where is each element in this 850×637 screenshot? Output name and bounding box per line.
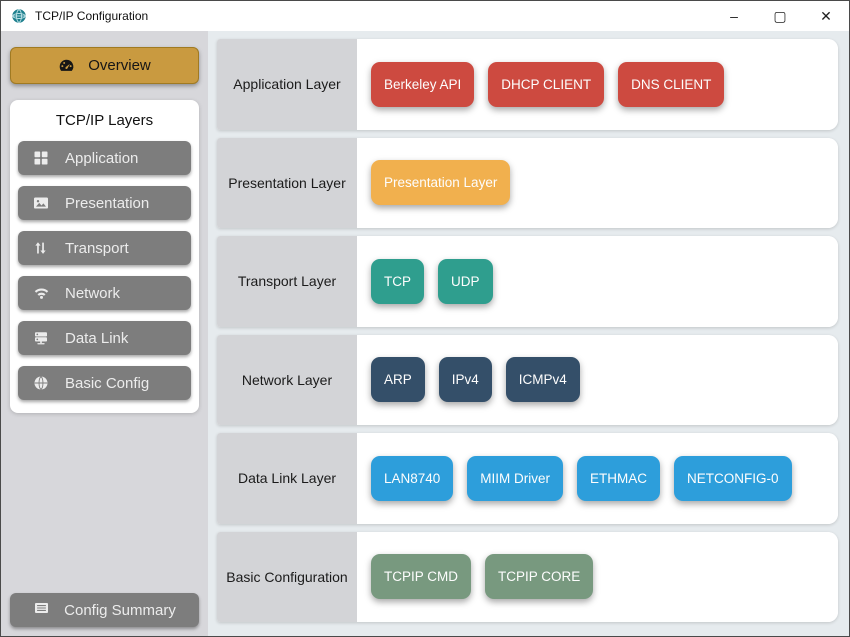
layer-row-content: TCP UDP [357, 236, 838, 327]
sidebar-item-presentation[interactable]: Presentation [18, 186, 191, 220]
minimize-button[interactable]: – [730, 8, 738, 24]
titlebar: TCP/IP Configuration – ▢ ✕ [1, 1, 849, 31]
layer-row-content: ARP IPv4 ICMPv4 [357, 334, 838, 425]
config-summary-button[interactable]: Config Summary [10, 593, 199, 627]
chip-miim-driver[interactable]: MIIM Driver [467, 455, 564, 501]
chip-presentation-layer[interactable]: Presentation Layer [371, 160, 511, 206]
sidebar-item-label: Data Link [65, 329, 129, 347]
overview-button[interactable]: Overview [10, 47, 199, 84]
layer-row-application-layer: Application Layer Berkeley API DHCP CLIENT… [217, 39, 838, 130]
layer-row-presentation-layer: Presentation Layer Presentation Layer [217, 137, 838, 228]
layer-row-network-layer: Network Layer ARP IPv4 ICMPv4 [217, 334, 838, 425]
layers-panel-title: TCP/IP Layers [55, 112, 154, 129]
chip-tcpip-core[interactable]: TCPIP CORE [485, 554, 594, 600]
layers-main: Application Layer Berkeley API DHCP CLIENT… [208, 31, 849, 636]
newspaper-icon [33, 600, 50, 620]
wifi-icon [33, 285, 50, 301]
layer-row-content: TCPIP CMD TCPIP CORE [357, 531, 838, 622]
layer-row-data-link-layer: Data Link Layer LAN8740 MIIM Driver ETHMAC N… [217, 433, 838, 524]
chip-arp[interactable]: ARP [371, 357, 425, 403]
layer-row-content: Berkeley API DHCP CLIENT DNS CLIENT [357, 39, 838, 130]
chip-ipv4[interactable]: IPv4 [438, 357, 492, 403]
chip-tcpip-cmd[interactable]: TCPIP CMD [371, 554, 472, 600]
sidebar-item-label: Basic Config [65, 374, 150, 392]
app-logo-icon [11, 8, 27, 24]
layer-row-label: Presentation Layer [217, 137, 357, 228]
window-controls: – ▢ ✕ [711, 1, 849, 31]
layer-row-label: Application Layer [217, 39, 357, 130]
layer-row-basic-configuration: Basic Configuration TCPIP CMD TCPIP CORE [217, 531, 838, 622]
chip-netconfig-0[interactable]: NETCONFIG-0 [674, 455, 792, 501]
maximize-button[interactable]: ▢ [773, 7, 787, 24]
sidebar-item-basic-config[interactable]: Basic Config [18, 366, 191, 400]
sidebar-item-application[interactable]: Application [18, 141, 191, 175]
sidebar-item-transport[interactable]: Transport [18, 231, 191, 265]
sidebar-item-label: Application [65, 149, 139, 167]
close-button[interactable]: ✕ [820, 7, 832, 24]
sidebar-item-label: Presentation [65, 194, 150, 212]
config-summary-label: Config Summary [64, 601, 176, 619]
chip-dhcp-client[interactable]: DHCP CLIENT [488, 61, 605, 107]
chip-tcp[interactable]: TCP [371, 258, 424, 304]
overview-label: Overview [88, 57, 151, 74]
chip-berkeley-api[interactable]: Berkeley API [371, 61, 475, 107]
layer-row-content: LAN8740 MIIM Driver ETHMAC NETCONFIG-0 [357, 433, 838, 524]
layer-row-label: Transport Layer [217, 236, 357, 327]
sidebar-item-data-link[interactable]: Data Link [18, 321, 191, 355]
arrows-vertical-icon [33, 240, 50, 256]
gauge-icon [58, 57, 75, 74]
chip-dns-client[interactable]: DNS CLIENT [618, 61, 725, 107]
image-icon [33, 195, 50, 211]
server-icon [33, 330, 50, 346]
chip-icmpv4[interactable]: ICMPv4 [505, 357, 580, 403]
chip-udp[interactable]: UDP [438, 258, 493, 304]
grid-icon [33, 150, 50, 166]
sidebar-item-label: Network [65, 284, 121, 302]
sidebar-item-label: Transport [65, 239, 129, 257]
layer-row-label: Network Layer [217, 334, 357, 425]
layer-row-content: Presentation Layer [357, 137, 838, 228]
window-title: TCP/IP Configuration [35, 9, 149, 23]
globe-icon [33, 375, 50, 391]
chip-ethmac[interactable]: ETHMAC [577, 455, 661, 501]
chip-lan8740[interactable]: LAN8740 [371, 455, 454, 501]
layer-row-transport-layer: Transport Layer TCP UDP [217, 236, 838, 327]
sidebar-item-network[interactable]: Network [18, 276, 191, 310]
layer-row-label: Data Link Layer [217, 433, 357, 524]
layer-row-label: Basic Configuration [217, 531, 357, 622]
